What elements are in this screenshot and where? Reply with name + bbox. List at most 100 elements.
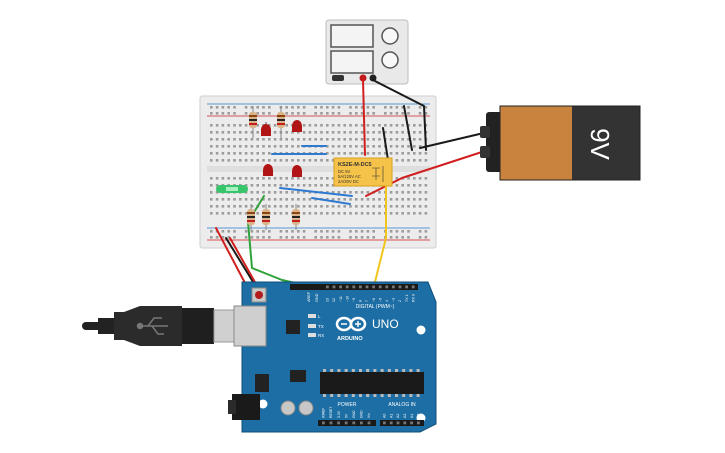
breadboard-hole[interactable]	[407, 198, 410, 201]
breadboard-hole[interactable]	[297, 145, 300, 148]
breadboard-hole[interactable]	[268, 198, 271, 201]
breadboard-hole[interactable]	[268, 236, 271, 239]
breadboard-hole[interactable]	[337, 152, 341, 155]
breadboard-hole[interactable]	[349, 205, 352, 208]
breadboard-hole[interactable]	[221, 124, 225, 127]
breadboard-hole[interactable]	[407, 145, 410, 148]
breadboard-hole[interactable]	[407, 205, 410, 208]
breadboard-hole[interactable]	[418, 230, 422, 233]
breadboard-hole[interactable]	[326, 212, 329, 215]
breadboard-hole[interactable]	[326, 112, 329, 115]
breadboard-hole[interactable]	[331, 177, 335, 180]
breadboard-hole[interactable]	[262, 230, 265, 233]
power-pin[interactable]	[337, 421, 340, 425]
breadboard-hole[interactable]	[291, 145, 294, 148]
breadboard-hole[interactable]	[227, 212, 230, 215]
breadboard-hole[interactable]	[221, 152, 225, 155]
breadboard-hole[interactable]	[372, 152, 375, 155]
breadboard-hole[interactable]	[378, 198, 381, 201]
breadboard-hole[interactable]	[239, 159, 242, 162]
resistor-1[interactable]	[249, 106, 257, 138]
breadboard-hole[interactable]	[389, 124, 393, 127]
breadboard-hole[interactable]	[360, 191, 364, 194]
breadboard-hole[interactable]	[355, 145, 358, 148]
breadboard-hole[interactable]	[331, 184, 335, 187]
breadboard-hole[interactable]	[326, 205, 329, 208]
breadboard-hole[interactable]	[314, 177, 317, 180]
analog-pin[interactable]	[383, 421, 386, 425]
breadboard-hole[interactable]	[401, 131, 404, 134]
breadboard-hole[interactable]	[366, 138, 370, 141]
breadboard-hole[interactable]	[372, 230, 375, 233]
breadboard-hole[interactable]	[418, 198, 422, 201]
breadboard-hole[interactable]	[320, 131, 323, 134]
breadboard-hole[interactable]	[279, 177, 283, 180]
breadboard-hole[interactable]	[349, 124, 352, 127]
breadboard-hole[interactable]	[215, 236, 219, 239]
breadboard-hole[interactable]	[285, 131, 288, 134]
breadboard[interactable]	[199, 95, 437, 249]
breadboard-hole[interactable]	[349, 212, 352, 215]
breadboard-hole[interactable]	[285, 145, 288, 148]
breadboard-hole[interactable]	[331, 131, 335, 134]
breadboard-hole[interactable]	[308, 138, 312, 141]
breadboard-hole[interactable]	[343, 212, 346, 215]
breadboard-hole[interactable]	[297, 236, 300, 239]
breadboard-hole[interactable]	[291, 112, 294, 115]
led-3[interactable]	[263, 164, 273, 176]
breadboard-hole[interactable]	[331, 230, 335, 233]
digital-pin[interactable]	[332, 285, 336, 289]
breadboard-hole[interactable]	[308, 131, 312, 134]
breadboard-hole[interactable]	[221, 230, 225, 233]
breadboard-hole[interactable]	[337, 106, 341, 109]
breadboard-hole[interactable]	[401, 112, 404, 115]
breadboard-hole[interactable]	[355, 112, 358, 115]
breadboard-hole[interactable]	[401, 212, 404, 215]
breadboard-hole[interactable]	[233, 106, 236, 109]
breadboard-hole[interactable]	[407, 230, 410, 233]
breadboard-hole[interactable]	[210, 145, 213, 148]
wire-blue-4[interactable]	[311, 197, 351, 205]
breadboard-hole[interactable]	[407, 106, 410, 109]
breadboard-hole[interactable]	[360, 198, 364, 201]
breadboard-hole[interactable]	[355, 191, 358, 194]
breadboard-hole[interactable]	[256, 112, 259, 115]
breadboard-hole[interactable]	[302, 159, 306, 162]
breadboard-hole[interactable]	[273, 205, 277, 208]
breadboard-hole[interactable]	[262, 106, 265, 109]
breadboard-hole[interactable]	[256, 177, 259, 180]
breadboard-hole[interactable]	[308, 159, 312, 162]
breadboard-hole[interactable]	[250, 198, 254, 201]
breadboard-hole[interactable]	[302, 191, 306, 194]
breadboard-hole[interactable]	[233, 236, 236, 239]
breadboard-hole[interactable]	[331, 124, 335, 127]
breadboard-hole[interactable]	[227, 138, 230, 141]
breadboard-hole[interactable]	[215, 131, 219, 134]
breadboard-hole[interactable]	[215, 212, 219, 215]
breadboard-hole[interactable]	[221, 159, 225, 162]
breadboard-hole[interactable]	[273, 145, 277, 148]
breadboard-hole[interactable]	[215, 177, 219, 180]
breadboard-hole[interactable]	[233, 212, 236, 215]
breadboard-hole[interactable]	[215, 145, 219, 148]
breadboard-hole[interactable]	[418, 191, 422, 194]
wire-black-rail[interactable]	[403, 105, 413, 151]
breadboard-hole[interactable]	[308, 124, 312, 127]
breadboard-hole[interactable]	[424, 205, 428, 208]
breadboard-hole[interactable]	[349, 131, 352, 134]
breadboard-hole[interactable]	[250, 205, 254, 208]
breadboard-hole[interactable]	[384, 106, 387, 109]
breadboard-hole[interactable]	[221, 145, 225, 148]
breadboard-hole[interactable]	[273, 124, 277, 127]
breadboard-hole[interactable]	[418, 159, 422, 162]
breadboard-hole[interactable]	[314, 205, 317, 208]
breadboard-hole[interactable]	[210, 124, 213, 127]
breadboard-hole[interactable]	[285, 177, 288, 180]
breadboard-hole[interactable]	[413, 184, 416, 187]
breadboard-hole[interactable]	[355, 106, 358, 109]
breadboard-hole[interactable]	[407, 152, 410, 155]
breadboard-hole[interactable]	[320, 205, 323, 208]
breadboard-hole[interactable]	[424, 184, 428, 187]
breadboard-hole[interactable]	[355, 230, 358, 233]
breadboard-hole[interactable]	[326, 230, 329, 233]
